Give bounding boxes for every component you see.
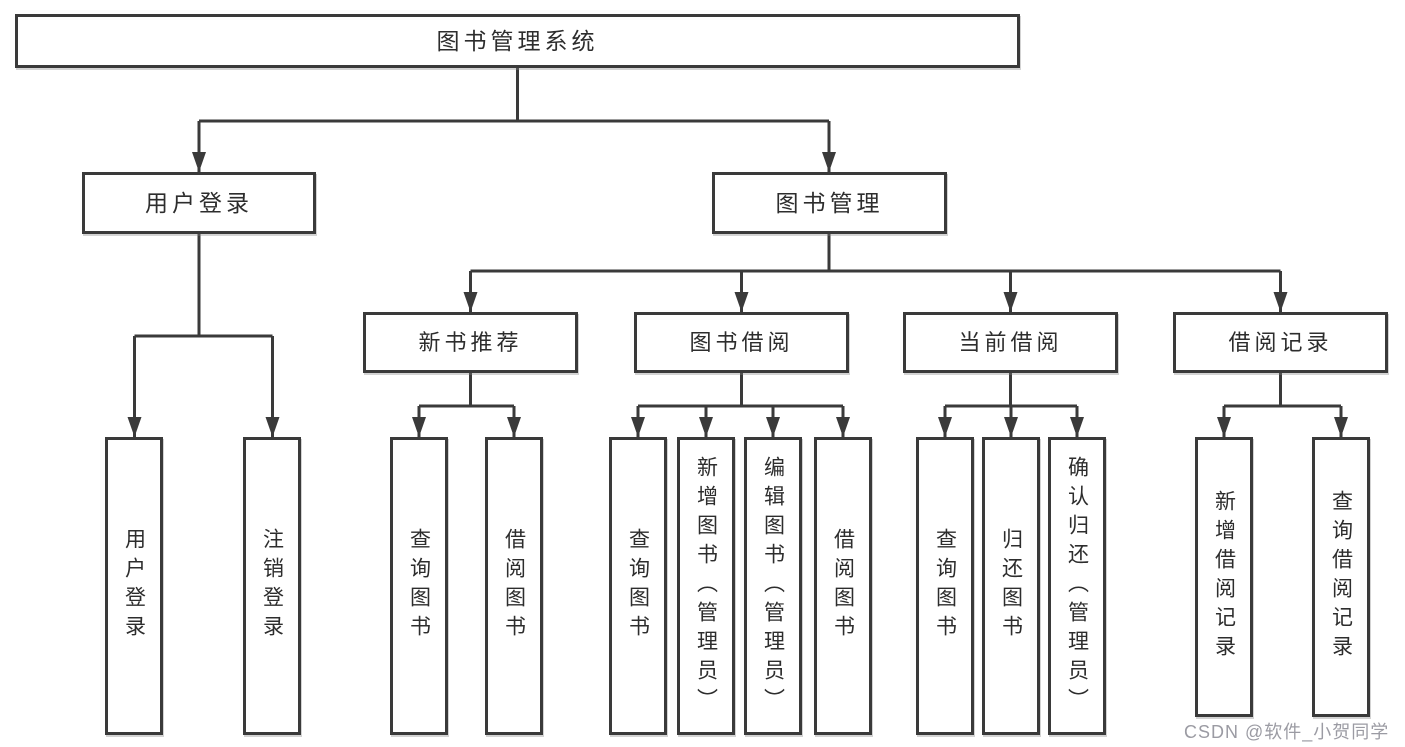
node-current-borrow-label: 当前借阅	[958, 329, 1063, 355]
leaf-logout: 注销登录	[243, 437, 301, 735]
node-user-login-label: 用户登录	[145, 189, 253, 216]
node-book-management: 图书管理	[712, 172, 947, 234]
leaf-query-books-recommend: 查询图书	[390, 437, 448, 735]
node-library-system: 图书管理系统	[15, 14, 1020, 68]
leaf-borrow-books-recommend-label: 借阅图书	[502, 528, 526, 644]
leaf-query-borrow-record: 查询借阅记录	[1312, 437, 1370, 717]
leaf-confirm-return-admin-label: 确认归还（管理员）	[1065, 455, 1089, 717]
node-library-system-label: 图书管理系统	[436, 27, 599, 54]
csdn-watermark: CSDN @软件_小贺同学	[1184, 722, 1390, 742]
leaf-add-borrow-record: 新增借阅记录	[1195, 437, 1253, 717]
node-new-book-recommend: 新书推荐	[363, 312, 578, 373]
leaf-query-books-current-label: 查询图书	[933, 528, 957, 644]
leaf-confirm-return-admin: 确认归还（管理员）	[1048, 437, 1106, 735]
leaf-query-books-recommend-label: 查询图书	[407, 528, 431, 644]
leaf-return-book-label: 归还图书	[999, 528, 1023, 644]
node-book-management-label: 图书管理	[775, 189, 884, 216]
node-book-borrow: 图书借阅	[634, 312, 849, 373]
leaf-return-book: 归还图书	[982, 437, 1040, 735]
leaf-query-borrow-record-label: 查询借阅记录	[1329, 490, 1353, 664]
leaf-edit-book-admin: 编辑图书（管理员）	[744, 437, 802, 735]
node-current-borrow: 当前借阅	[903, 312, 1118, 373]
node-user-login: 用户登录	[82, 172, 316, 234]
node-book-borrow-label: 图书借阅	[689, 329, 794, 355]
leaf-borrow-books-label: 借阅图书	[831, 528, 855, 644]
leaf-add-borrow-record-label: 新增借阅记录	[1212, 490, 1236, 664]
leaf-user-login: 用户登录	[105, 437, 163, 735]
leaf-user-login-label: 用户登录	[122, 528, 146, 644]
leaf-add-book-admin: 新增图书（管理员）	[677, 437, 735, 735]
node-new-book-recommend-label: 新书推荐	[418, 329, 523, 355]
leaf-logout-label: 注销登录	[260, 528, 284, 644]
leaf-query-books-borrow-label: 查询图书	[626, 528, 650, 644]
leaf-add-book-admin-label: 新增图书（管理员）	[694, 455, 718, 717]
leaf-query-books-borrow: 查询图书	[609, 437, 667, 735]
leaf-borrow-books: 借阅图书	[814, 437, 872, 735]
leaf-query-books-current: 查询图书	[916, 437, 974, 735]
node-borrow-records-label: 借阅记录	[1228, 329, 1333, 355]
node-borrow-records: 借阅记录	[1173, 312, 1388, 373]
leaf-edit-book-admin-label: 编辑图书（管理员）	[761, 455, 785, 717]
leaf-borrow-books-recommend: 借阅图书	[485, 437, 543, 735]
